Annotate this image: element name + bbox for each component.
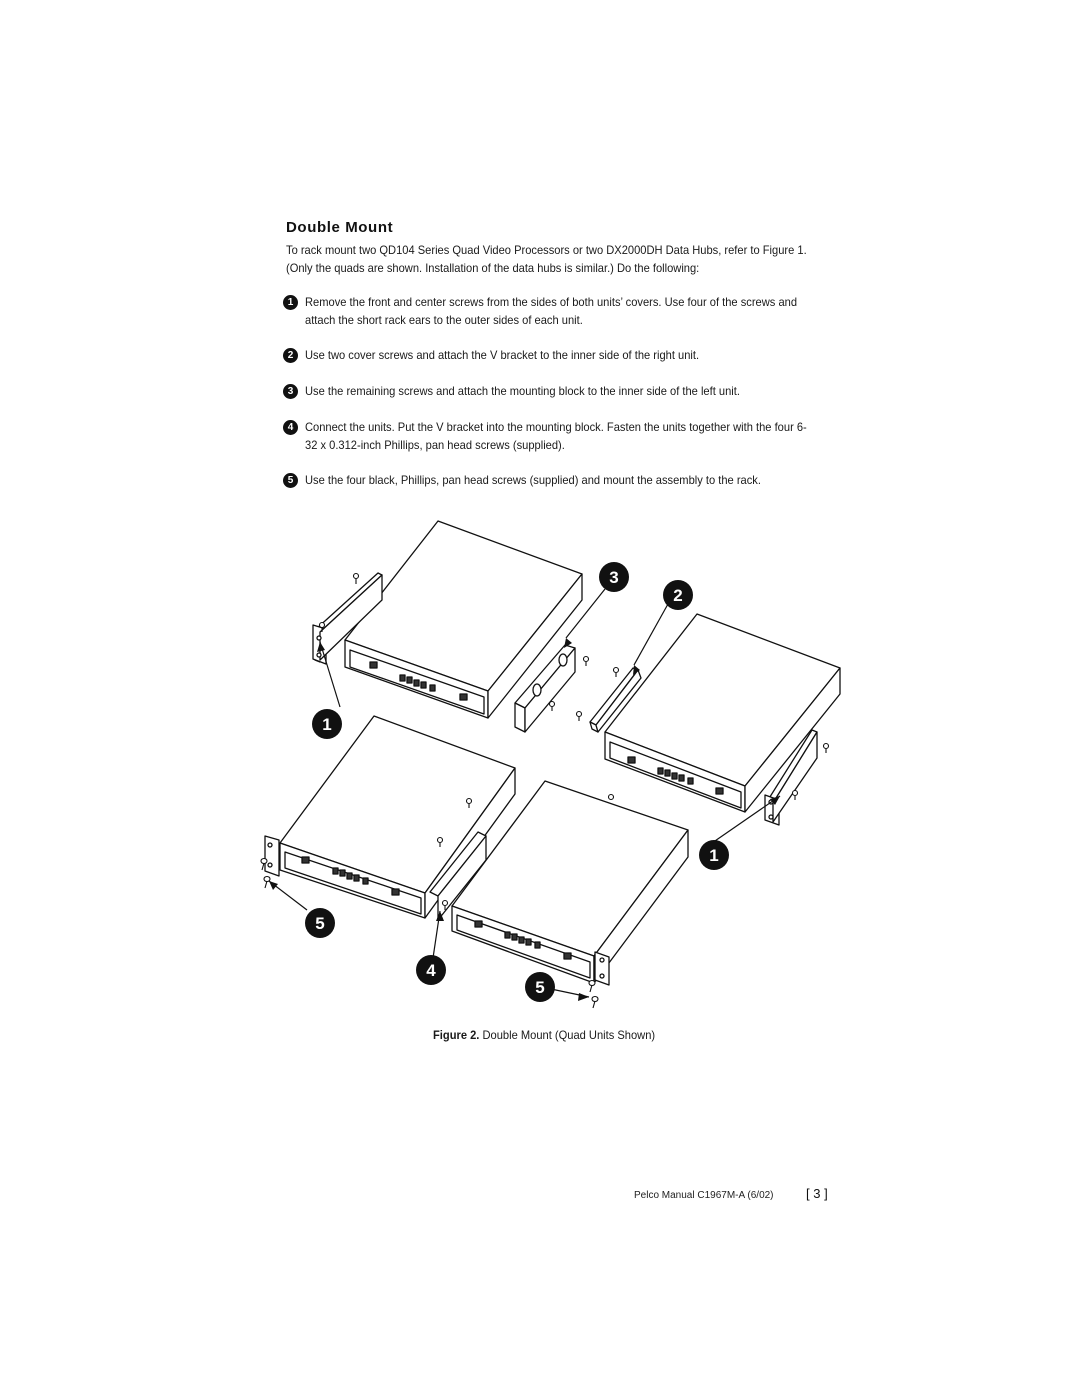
unit-top-right: [604, 613, 841, 813]
callout-5-right: 5: [525, 972, 555, 1002]
callout-2: 2: [663, 580, 693, 610]
mounting-block: [514, 644, 576, 733]
screw-icon: [822, 742, 830, 753]
screw-icon: [260, 857, 268, 871]
step-number-badge: 2: [283, 348, 298, 363]
screw-icon: [612, 666, 620, 677]
screw-icon: [441, 899, 449, 910]
step-text: Remove the front and center screws from …: [305, 296, 798, 327]
figure-caption-label: Figure 2.: [433, 1029, 480, 1042]
screw-icon: [465, 797, 473, 808]
screw-icon: [582, 655, 590, 666]
callout-5-left: 5: [305, 908, 335, 938]
callout-3: 3: [599, 562, 629, 592]
unit-bottom-left: [279, 715, 516, 921]
screw-icon: [548, 700, 556, 711]
screw-icon: [263, 875, 271, 889]
unit-bottom-right: [451, 780, 689, 984]
screw-icon: [436, 836, 444, 847]
screw-icon: [575, 710, 583, 721]
callout-label: 1: [322, 715, 331, 734]
screw-icon: [591, 995, 599, 1009]
callout-1-left: 1: [312, 709, 342, 739]
page-number: [ 3 ]: [806, 1186, 828, 1201]
step-text: Use the four black, Phillips, pan head s…: [305, 474, 761, 487]
double-mount-diagram: 3 2 1 1 5 4 5: [260, 520, 841, 1009]
section-heading: Double Mount: [286, 219, 394, 236]
callout-label: 5: [535, 978, 544, 997]
callout-label: 2: [673, 586, 682, 605]
screw-icon: [588, 979, 596, 993]
footer-manual-id: Pelco Manual C1967M-A (6/02): [634, 1190, 774, 1201]
callout-label: 5: [315, 914, 324, 933]
screw-icon: [352, 572, 360, 584]
figure-caption: Figure 2. Double Mount (Quad Units Shown…: [433, 1029, 655, 1042]
step-text: Use two cover screws and attach the V br…: [305, 349, 700, 362]
rack-ear-bottom-right: [594, 951, 610, 986]
step-number-badge: 1: [283, 295, 298, 310]
rack-ear-bottom-left: [264, 835, 280, 877]
step-number-badge: 4: [283, 420, 298, 435]
screw-icon: [791, 789, 799, 800]
screw-icon: [318, 621, 326, 632]
callout-label: 1: [709, 846, 718, 865]
step-number-badge: 3: [283, 384, 298, 399]
callout-label: 3: [609, 568, 618, 587]
callout-label: 4: [426, 961, 436, 980]
figure-caption-text: Double Mount (Quad Units Shown): [482, 1029, 656, 1042]
screw-icon: [607, 793, 615, 801]
step-text: Use the remaining screws and attach the …: [305, 385, 740, 398]
callout-1-right: 1: [699, 840, 729, 870]
step-number-badge: 5: [283, 473, 298, 488]
step-text: Connect the units. Put the V bracket int…: [305, 421, 807, 452]
callout-4: 4: [416, 955, 446, 985]
unit-top-left: [344, 520, 583, 719]
intro-paragraph: To rack mount two QD104 Series Quad Vide…: [286, 244, 807, 275]
